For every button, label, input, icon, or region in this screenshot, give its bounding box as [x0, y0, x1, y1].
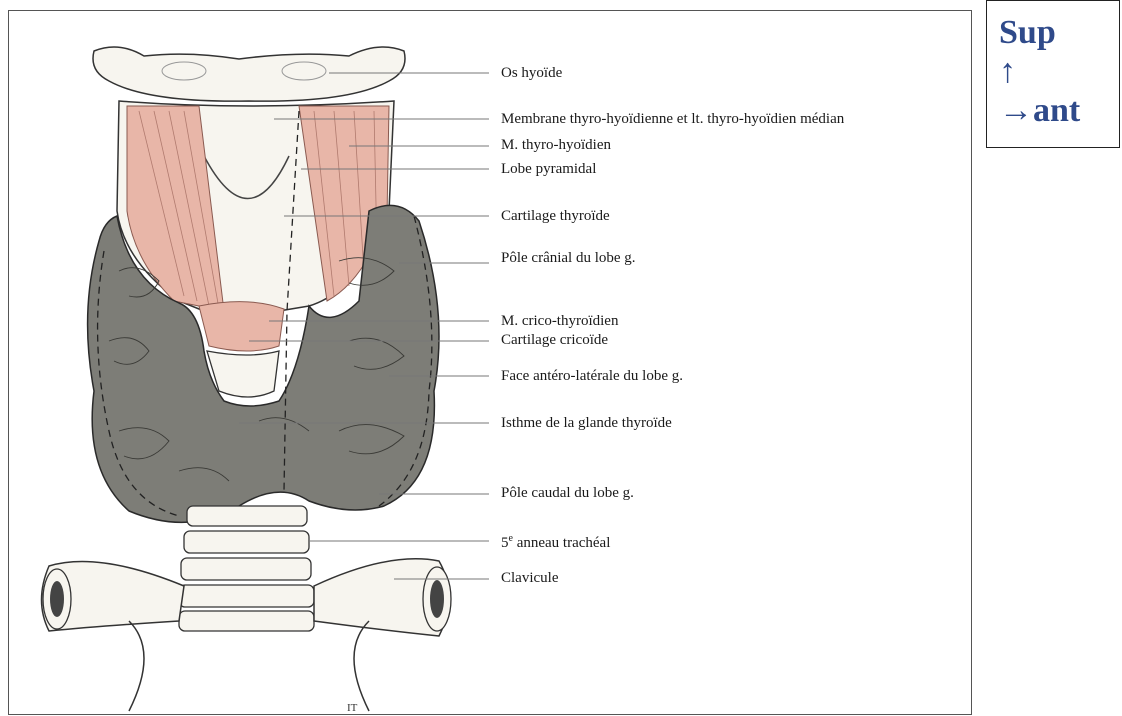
label-isthme: Isthme de la glande thyroïde	[501, 414, 672, 432]
label-anneau-tracheal: 5e anneau trachéal	[501, 530, 610, 552]
label-pole-cranial: Pôle crânial du lobe g.	[501, 249, 636, 267]
label-m-thyro-hyoidien: M. thyro-hyoïdien	[501, 136, 611, 154]
hyoid-bone	[93, 47, 405, 101]
trachea	[179, 506, 314, 631]
figure-frame: IT Os hyoïde Membrane thyro-hyoïdienne e…	[8, 10, 972, 715]
label-anneau-text: anneau trachéal	[513, 535, 610, 551]
orientation-superior-label: Sup	[999, 13, 1119, 52]
label-face-antero-laterale: Face antéro-latérale du lobe g.	[501, 367, 683, 385]
label-lobe-pyramidal: Lobe pyramidal	[501, 160, 596, 178]
cricothyroid-muscle	[199, 302, 284, 351]
label-membrane-thyro-hyoidienne: Membrane thyro-hyoïdienne et lt. thyro-h…	[501, 110, 844, 128]
label-os-hyoide: Os hyoïde	[501, 64, 562, 82]
label-clavicule: Clavicule	[501, 569, 558, 587]
sternum	[129, 621, 369, 711]
label-anneau-number: 5	[501, 535, 509, 551]
arrow-up-icon: ↑	[999, 52, 1119, 91]
orientation-anterior-label: →ant	[999, 91, 1119, 130]
label-m-crico-thyroidien: M. crico-thyroïdien	[501, 312, 618, 330]
label-pole-caudal: Pôle caudal du lobe g.	[501, 484, 634, 502]
label-cartilage-cricoide: Cartilage cricoïde	[501, 331, 608, 349]
label-cartilage-thyroide: Cartilage thyroïde	[501, 207, 610, 225]
artist-mark: IT	[347, 702, 358, 714]
orientation-legend: Sup ↑ →ant	[986, 0, 1120, 148]
